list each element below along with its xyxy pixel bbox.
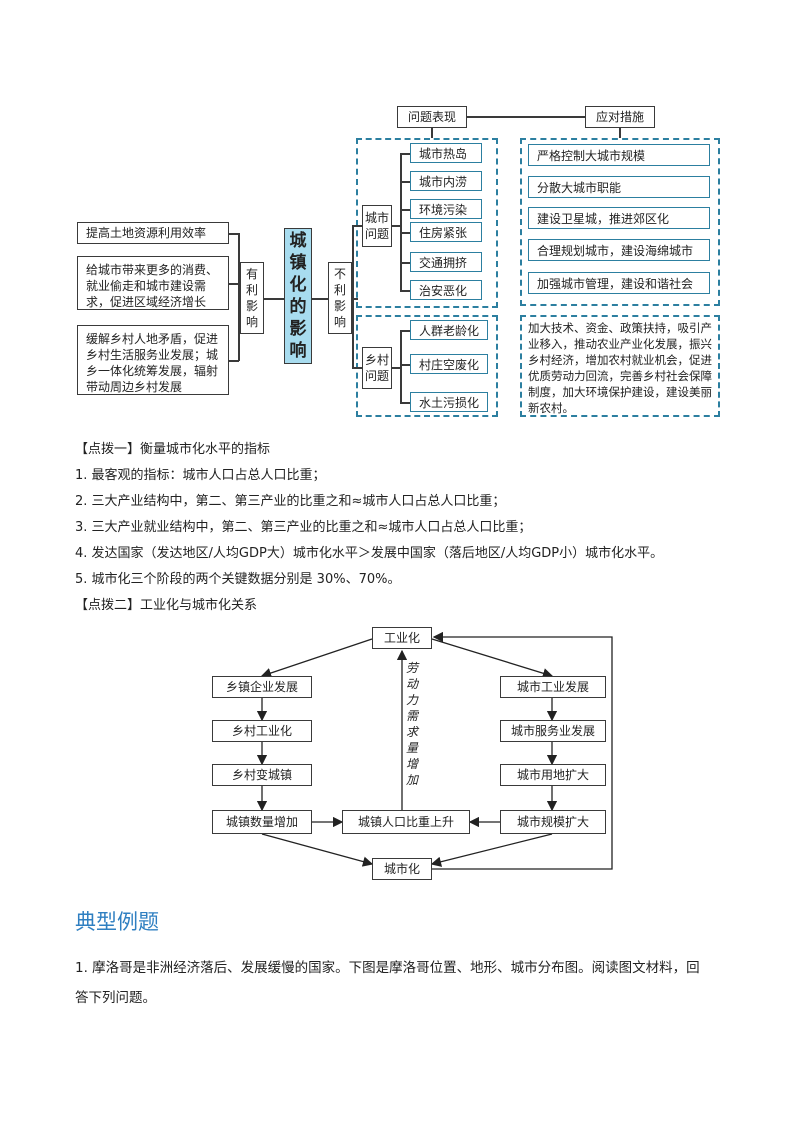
negative-impact-label: 不利影响	[328, 262, 352, 334]
urban-measure-2: 分散大城市职能	[528, 176, 710, 198]
flow-right-3: 城市用地扩大	[500, 764, 606, 786]
tip2-title: 【点拨二】工业化与城市化关系	[75, 598, 258, 613]
rural-item-2: 村庄空废化	[410, 354, 488, 374]
rural-measures-text: 加大技术、资金、政策扶持，吸引产业移入，推动农业产业化发展，振兴乡村经济，增加农…	[528, 321, 712, 414]
flow-left-4: 城镇数量增加	[212, 810, 312, 834]
urban-measure-1: 严格控制大城市规模	[528, 144, 710, 166]
urban-item-4: 住房紧张	[410, 222, 482, 242]
tip1-item-4: 4. 发达国家（发达地区/人均GDP大）城市化水平＞发展中国家（落后地区/人均G…	[75, 546, 664, 561]
urban-item-1: 城市热岛	[410, 143, 482, 163]
urban-problems-label: 城市问题	[362, 205, 392, 247]
problems-header: 问题表现	[397, 106, 467, 128]
tip1-title: 【点拨一】衡量城市化水平的指标	[75, 442, 271, 457]
flow-right-4: 城市规模扩大	[500, 810, 606, 834]
question-line-2: 答下列问题。	[75, 990, 156, 1006]
rural-item-1: 人群老龄化	[410, 320, 488, 340]
flow-vertical-label: 劳动力需求量增加	[405, 661, 418, 787]
question-line-1: 1. 摩洛哥是非洲经济落后、发展缓慢的国家。下图是摩洛哥位置、地形、城市分布图。…	[75, 960, 700, 976]
rural-problems-group	[356, 315, 498, 417]
urban-problems-group	[356, 138, 498, 308]
rural-measures-group	[520, 315, 720, 417]
flow-right-2: 城市服务业发展	[500, 720, 606, 742]
urban-item-6: 治安恶化	[410, 280, 482, 300]
positive-impact-label: 有利影响	[240, 262, 264, 334]
flow-left-2: 乡村工业化	[212, 720, 312, 742]
urban-item-3: 环境污染	[410, 199, 482, 219]
positive-item-3: 缓解乡村人地矛盾，促进乡村生活服务业发展；城乡一体化统筹发展，辐射带动周边乡村发…	[77, 325, 229, 395]
tip1-item-5: 5. 城市化三个阶段的两个关键数据分别是 30%、70%。	[75, 572, 401, 587]
rural-problems-label: 乡村问题	[362, 347, 392, 389]
section-heading: 典型例题	[75, 910, 159, 934]
flow-right-1: 城市工业发展	[500, 676, 606, 698]
tip1-item-3: 3. 三大产业就业结构中，第二、第三产业的比重之和≈城市人口占总人口比重；	[75, 520, 532, 535]
center-node: 城镇化的影响	[284, 228, 312, 364]
urban-measures-group	[520, 138, 720, 306]
flow-left-1: 乡镇企业发展	[212, 676, 312, 698]
flow-left-3: 乡村变城镇	[212, 764, 312, 786]
flow-industrialization: 工业化	[372, 627, 432, 649]
urban-item-2: 城市内涝	[410, 171, 482, 191]
flow-middle: 城镇人口比重上升	[342, 810, 470, 834]
urban-measure-5: 加强城市管理，建设和谐社会	[528, 272, 710, 294]
urban-item-5: 交通拥挤	[410, 252, 482, 272]
flow-urbanization: 城市化	[372, 858, 432, 880]
measures-header: 应对措施	[585, 106, 655, 128]
tip1-item-1: 1. 最客观的指标：城市人口占总人口比重；	[75, 468, 326, 483]
rural-item-3: 水土污损化	[410, 392, 488, 412]
positive-item-1: 提高土地资源利用效率	[77, 222, 229, 244]
positive-item-2: 给城市带来更多的消费、就业偷走和城市建设需求，促进区域经济增长	[77, 256, 229, 310]
urban-measure-3: 建设卫星城，推进郊区化	[528, 207, 710, 229]
urban-measure-4: 合理规划城市，建设海绵城市	[528, 239, 710, 261]
tip1-item-2: 2. 三大产业结构中，第二、第三产业的比重之和≈城市人口占总人口比重；	[75, 494, 506, 509]
